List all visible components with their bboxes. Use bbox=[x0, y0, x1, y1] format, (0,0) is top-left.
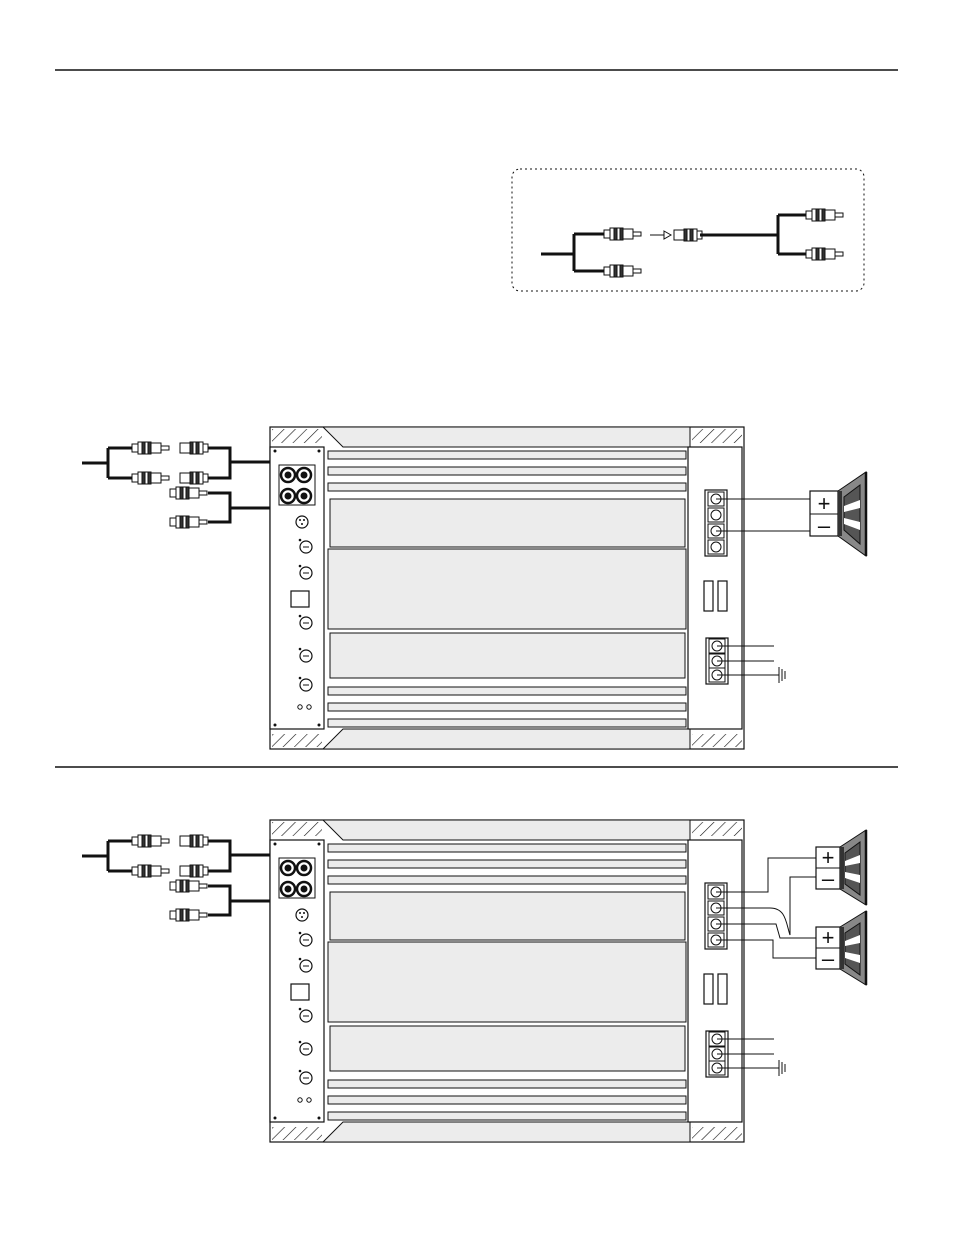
led-icon bbox=[298, 705, 302, 709]
fuse-icon bbox=[718, 581, 727, 611]
input-cable-icon bbox=[82, 448, 132, 478]
speaker-icon: + – bbox=[816, 830, 866, 905]
rca-male-plug-icon bbox=[132, 835, 169, 847]
heatsink-bottom-band bbox=[323, 729, 690, 749]
heatsink-fins bbox=[272, 429, 322, 443]
heatsink-fins bbox=[272, 822, 322, 836]
speaker-icon: + – bbox=[810, 472, 866, 556]
input-cable-icon bbox=[82, 841, 132, 871]
arrow-icon bbox=[650, 231, 671, 239]
terminal-panel bbox=[688, 840, 742, 1122]
ground-icon bbox=[779, 1060, 785, 1076]
rca-male-plug-icon bbox=[170, 487, 207, 499]
fuse-icon bbox=[704, 581, 713, 611]
speaker-minus-label: – bbox=[822, 946, 835, 971]
rca-male-plug-icon bbox=[132, 865, 169, 877]
ground-icon bbox=[779, 667, 785, 683]
heatsink-bottom-band bbox=[323, 1122, 690, 1142]
heatsink-top-band bbox=[323, 427, 690, 447]
din-connector-icon bbox=[296, 909, 308, 921]
speaker-icon: + – bbox=[816, 911, 866, 985]
y-splitter-cable-icon bbox=[700, 215, 806, 254]
rca-input-jacks bbox=[279, 858, 315, 898]
amplifier-diagram-2: + – + – bbox=[82, 820, 866, 1142]
rca-female-jack-icon bbox=[180, 835, 208, 847]
din-connector-icon bbox=[296, 516, 308, 528]
rca-input-jacks bbox=[279, 465, 315, 505]
rca-female-jack-icon bbox=[180, 442, 208, 454]
speaker-minus-label: – bbox=[822, 866, 835, 891]
rca-male-plug-icon bbox=[132, 442, 169, 454]
heatsink-fins bbox=[272, 1127, 322, 1140]
rca-male-plug-icon bbox=[170, 909, 207, 921]
rca-male-plug-icon bbox=[806, 209, 843, 221]
rca-male-plug-icon bbox=[170, 516, 207, 528]
heatsink-fins bbox=[692, 429, 742, 443]
speaker-minus-label: – bbox=[818, 513, 831, 538]
heatsink-fins bbox=[692, 822, 742, 836]
fuse-icon bbox=[718, 974, 727, 1004]
heatsink-fins bbox=[692, 1127, 742, 1140]
switch-icon[interactable] bbox=[291, 591, 309, 607]
rca-male-plug-icon bbox=[170, 880, 207, 892]
rca-male-plug-icon bbox=[806, 248, 843, 260]
speaker-terminal-block bbox=[705, 490, 727, 556]
y-splitter-cable-icon bbox=[541, 234, 604, 271]
heatsink-fins bbox=[272, 734, 322, 747]
rca-male-plug-icon bbox=[132, 472, 169, 484]
rca-male-plug-icon bbox=[604, 228, 641, 240]
switch-icon[interactable] bbox=[291, 984, 309, 1000]
y-adapter-inset bbox=[512, 169, 864, 291]
fuse-icon bbox=[704, 974, 713, 1004]
terminal-panel bbox=[688, 447, 742, 729]
heatsink-top-band bbox=[323, 820, 690, 840]
speaker-terminal-block bbox=[705, 883, 727, 949]
amplifier-diagram-1: + – bbox=[82, 427, 866, 749]
rca-female-jack-icon bbox=[674, 229, 702, 241]
rca-female-jack-icon bbox=[180, 472, 208, 484]
led-icon bbox=[298, 1098, 302, 1102]
rca-male-plug-icon bbox=[604, 265, 641, 277]
led-icon bbox=[307, 1098, 311, 1102]
rca-female-jack-icon bbox=[180, 865, 208, 877]
led-icon bbox=[307, 705, 311, 709]
heatsink-fins bbox=[692, 734, 742, 747]
